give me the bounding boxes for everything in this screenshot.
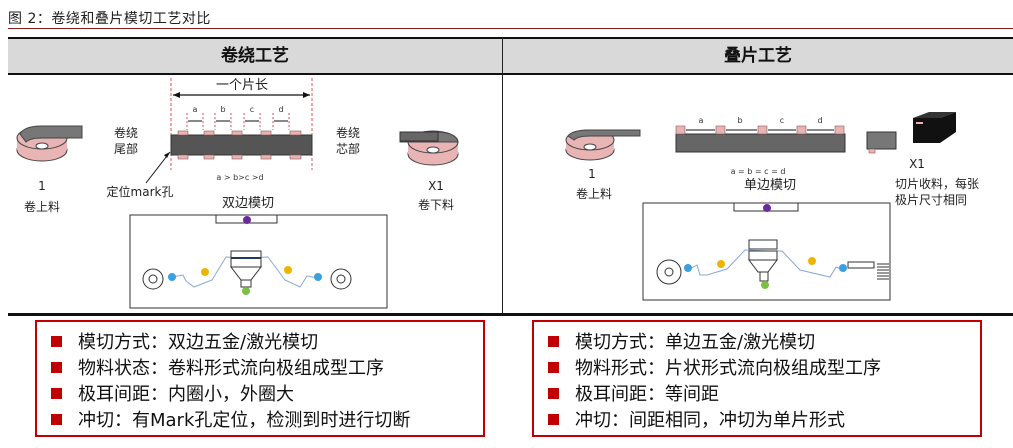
mark-hole-label: 定位mark孔 — [106, 185, 174, 199]
note-text: 模切方式：单边五金/激光模切 — [575, 332, 816, 353]
unwind-roll-right-icon — [565, 129, 641, 161]
unwind-number: 1 — [38, 179, 46, 193]
rewind-number: X1 — [428, 179, 444, 193]
note-text: 模切方式：双边五金/激光模切 — [78, 332, 319, 353]
cut-sheet-icon — [866, 131, 897, 154]
sheet-stack-icon — [913, 112, 956, 143]
note-text: 物料状态：卷料形式流向极组成型工序 — [78, 358, 384, 379]
electrode-foil — [170, 134, 313, 156]
output-label-line2: 极片尺寸相同 — [895, 193, 968, 207]
right-header: 叠片工艺 — [503, 37, 1013, 75]
rewind-label: 卷下料 — [417, 198, 454, 212]
output-number: X1 — [909, 157, 925, 171]
core-label-line2: 芯部 — [335, 142, 360, 156]
note-item: 物料形式：片状形式流向极组成型工序 — [548, 354, 980, 380]
single-side-cutting-machine — [642, 202, 891, 301]
note-item: 极耳间距：等间距 — [548, 380, 980, 406]
bottom-rule — [8, 313, 1013, 316]
note-text: 冲切：有Mark孔定位，检测到时进行切断 — [78, 410, 411, 431]
bullet-icon — [548, 335, 559, 347]
unwind-right-number: 1 — [588, 167, 596, 181]
figure-title: 图 2：卷绕和叠片模切工艺对比 — [8, 11, 211, 27]
note-item: 极耳间距：内圈小，外圈大 — [51, 380, 483, 406]
bullet-icon — [51, 413, 62, 425]
rewind-roll-icon — [399, 130, 459, 166]
tabs-bottom — [177, 154, 302, 160]
stacking-notes-box: 模切方式：单边五金/激光模切 物料形式：片状形式流向极组成型工序 极耳间距：等间… — [532, 320, 982, 437]
unwind-roll-icon — [16, 125, 83, 162]
unwind-right-label: 卷上料 — [575, 187, 612, 201]
bullet-icon — [548, 413, 559, 425]
note-text: 极耳间距：等间距 — [575, 384, 719, 405]
left-header-title: 卷绕工艺 — [221, 46, 289, 66]
winding-diagram — [16, 78, 956, 309]
machine-label-right: 单边模切 — [743, 178, 796, 193]
note-item: 冲切：有Mark孔定位，检测到时进行切断 — [51, 406, 483, 432]
gap-d-label: d — [278, 105, 284, 114]
bullet-icon — [51, 387, 62, 399]
mark-hole-pointer — [145, 151, 171, 184]
core-label-line1: 卷绕 — [335, 126, 360, 140]
bullet-icon — [51, 361, 62, 373]
output-label-line1: 切片收料，每张 — [895, 177, 980, 191]
bullet-icon — [548, 361, 559, 373]
note-item: 模切方式：双边五金/激光模切 — [51, 328, 483, 354]
bullet-icon — [51, 335, 62, 347]
left-header: 卷绕工艺 — [8, 37, 502, 75]
note-item: 物料状态：卷料形式流向极组成型工序 — [51, 354, 483, 380]
gap-relation-label: a > b>c >d — [216, 173, 264, 182]
note-text: 物料形式：片状形式流向极组成型工序 — [575, 358, 881, 379]
machine-label-left: 双边模切 — [221, 196, 274, 211]
gap-a-right-label: a — [698, 116, 704, 125]
gap-b-label: b — [220, 105, 226, 114]
winding-notes-box: 模切方式：双边五金/激光模切 物料状态：卷料形式流向极组成型工序 极耳间距：内圈… — [35, 320, 485, 437]
unwind-label: 卷上料 — [23, 200, 60, 214]
note-item: 模切方式：单边五金/激光模切 — [548, 328, 980, 354]
gap-a-label: a — [192, 105, 198, 114]
double-side-cutting-machine — [129, 214, 388, 309]
tail-label-line2: 尾部 — [113, 142, 138, 156]
gap-c-right-label: c — [779, 116, 785, 125]
electrode-foil-right — [675, 133, 846, 153]
note-text: 极耳间距：内圈小，外圈大 — [78, 384, 294, 405]
piece-length-label: 一个片长 — [215, 78, 268, 93]
gap-relation-right-label: a = b = c = d — [730, 167, 786, 176]
column-divider — [502, 37, 503, 313]
tabs-right — [675, 125, 845, 135]
title-rule — [8, 28, 1013, 29]
tabs-top — [177, 130, 302, 136]
cutter-icon — [243, 216, 251, 224]
note-item: 冲切：间距相同，冲切为单片形式 — [548, 406, 980, 432]
bullet-icon — [548, 387, 559, 399]
gap-b-right-label: b — [737, 116, 743, 125]
tail-label-line1: 卷绕 — [113, 126, 138, 140]
gap-d-right-label: d — [817, 116, 823, 125]
right-header-title: 叠片工艺 — [724, 46, 792, 66]
gap-c-label: c — [249, 105, 255, 114]
note-text: 冲切：间距相同，冲切为单片形式 — [575, 410, 845, 431]
